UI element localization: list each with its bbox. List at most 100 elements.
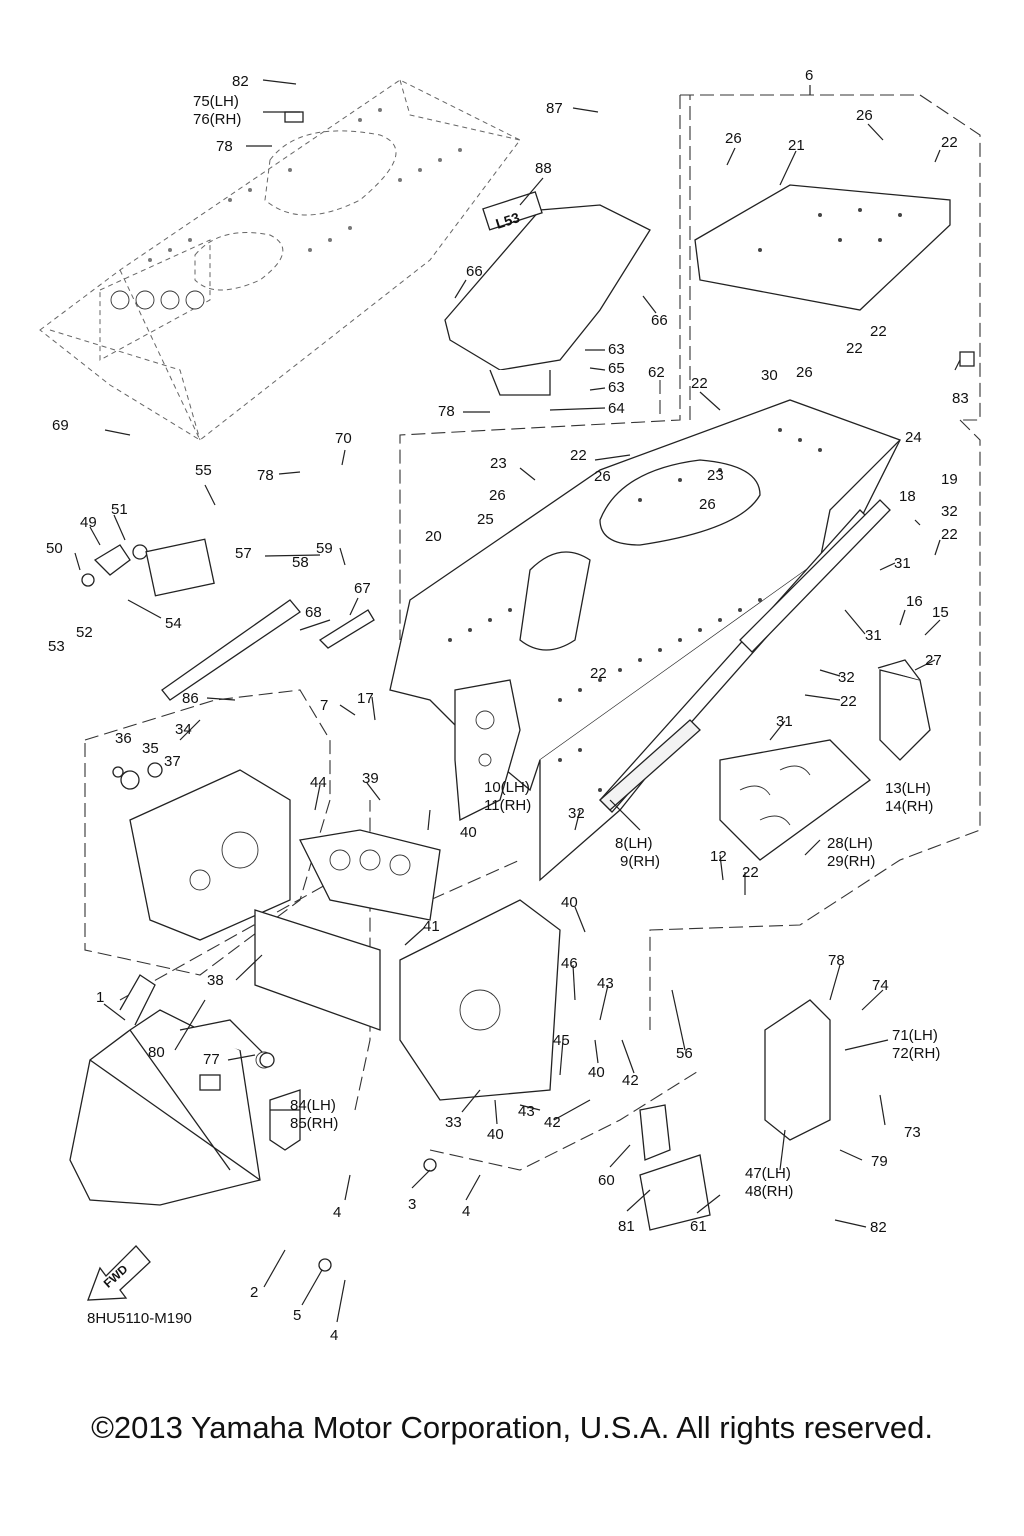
callout-80: 80: [148, 1044, 165, 1061]
callout-70: 70: [335, 430, 352, 447]
callout-31: 31: [894, 555, 911, 572]
seat-pan: [444, 191, 651, 396]
callout-75-lh: 75(LH): [193, 93, 239, 110]
callout-88: 88: [535, 160, 552, 177]
callout-51: 51: [111, 501, 128, 518]
callout-42: 42: [544, 1114, 561, 1131]
callout-labels: 82 75(LH) 76(RH) 78 87 88 6 26 21 26 22 …: [46, 67, 969, 1344]
callout-28-lh: 28(LH): [827, 835, 873, 852]
callout-40: 40: [561, 894, 578, 911]
front-suspension-plates: [129, 769, 831, 1231]
callout-26: 26: [725, 130, 742, 147]
callout-4: 4: [462, 1203, 470, 1220]
callout-33: 33: [445, 1114, 462, 1131]
callout-31: 31: [776, 713, 793, 730]
callout-22: 22: [840, 693, 857, 710]
callout-73: 73: [904, 1124, 921, 1141]
callout-32: 32: [941, 503, 958, 520]
callout-85-rh: 85(RH): [290, 1115, 338, 1132]
callout-4: 4: [333, 1204, 341, 1221]
callout-5: 5: [293, 1307, 301, 1324]
assembly-boundaries: [84, 94, 981, 1171]
callout-22: 22: [846, 340, 863, 357]
callout-50: 50: [46, 540, 63, 557]
callout-67: 67: [354, 580, 371, 597]
callout-82: 82: [232, 73, 249, 90]
callout-78: 78: [216, 138, 233, 155]
callout-12: 12: [710, 848, 727, 865]
callout-41: 41: [423, 918, 440, 935]
callout-48-rh: 48(RH): [745, 1183, 793, 1200]
callout-43: 43: [597, 975, 614, 992]
callout-31: 31: [865, 627, 882, 644]
front-frame-1: [69, 974, 273, 1206]
callout-22: 22: [941, 134, 958, 151]
hardware: [81, 111, 975, 1272]
callout-40: 40: [588, 1064, 605, 1081]
callout-61: 61: [690, 1218, 707, 1235]
callout-22: 22: [742, 864, 759, 881]
callout-77: 77: [203, 1051, 220, 1068]
callout-3: 3: [408, 1196, 416, 1213]
callout-8-lh: 8(LH): [615, 835, 653, 852]
callout-26: 26: [489, 487, 506, 504]
callout-11-rh: 11(RH): [484, 797, 531, 814]
callout-39: 39: [362, 770, 379, 787]
callout-68: 68: [305, 604, 322, 621]
callout-56: 56: [676, 1045, 693, 1062]
callout-26: 26: [856, 107, 873, 124]
callout-20: 20: [425, 528, 442, 545]
callout-66: 66: [466, 263, 483, 280]
callout-34: 34: [175, 721, 192, 738]
callout-71-lh: 71(LH): [892, 1027, 938, 1044]
callout-66: 66: [651, 312, 668, 329]
callout-24: 24: [905, 429, 922, 446]
callout-84-lh: 84(LH): [290, 1097, 336, 1114]
callout-49: 49: [80, 514, 97, 531]
callout-42: 42: [622, 1072, 639, 1089]
callout-15: 15: [932, 604, 949, 621]
callout-13-lh: 13(LH): [885, 780, 931, 797]
callout-19: 19: [941, 471, 958, 488]
callout-26: 26: [699, 496, 716, 513]
rear-cover-21: [694, 184, 951, 311]
callout-23: 23: [707, 467, 724, 484]
callout-14-rh: 14(RH): [885, 798, 933, 815]
callout-2: 2: [250, 1284, 258, 1301]
callout-79: 79: [871, 1153, 888, 1170]
callout-82: 82: [870, 1219, 887, 1236]
callout-17: 17: [357, 690, 374, 707]
callout-23: 23: [490, 455, 507, 472]
callout-78: 78: [438, 403, 455, 420]
callout-86: 86: [182, 690, 199, 707]
callout-74: 74: [872, 977, 889, 994]
callout-57: 57: [235, 545, 252, 562]
leader-lines: [74, 79, 961, 1323]
rails: [599, 499, 931, 861]
fwd-arrow-icon: FWD: [87, 1245, 151, 1301]
callout-47-lh: 47(LH): [745, 1165, 791, 1182]
callout-22: 22: [941, 526, 958, 543]
callout-53: 53: [48, 638, 65, 655]
callout-45: 45: [553, 1032, 570, 1049]
callout-16: 16: [906, 593, 923, 610]
decal-88-text: L53: [494, 209, 522, 232]
callout-63: 63: [608, 379, 625, 396]
callout-59: 59: [316, 540, 333, 557]
callout-40: 40: [487, 1126, 504, 1143]
callout-6: 6: [805, 67, 813, 84]
callout-54: 54: [165, 615, 182, 632]
callout-30: 30: [761, 367, 778, 384]
callout-38: 38: [207, 972, 224, 989]
callout-55: 55: [195, 462, 212, 479]
callout-64: 64: [608, 400, 625, 417]
callout-78: 78: [828, 952, 845, 969]
callout-58: 58: [292, 554, 309, 571]
callout-7: 7: [320, 697, 328, 714]
callout-21: 21: [788, 137, 805, 154]
callout-87: 87: [546, 100, 563, 117]
callout-40: 40: [460, 824, 477, 841]
diagram-code: 8HU5110-M190: [87, 1310, 192, 1327]
